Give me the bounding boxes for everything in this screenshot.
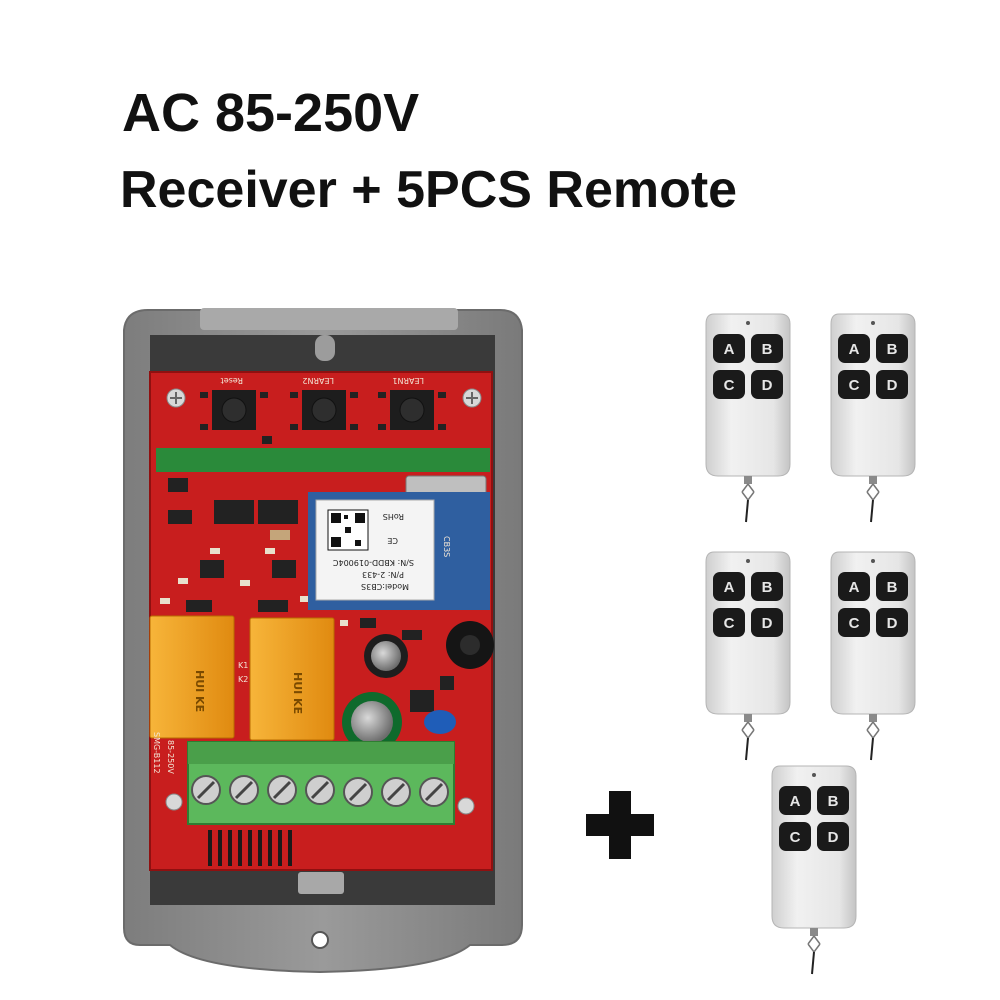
varistor <box>424 710 456 734</box>
remote-button-d: D <box>887 615 898 632</box>
enclosure-slot <box>315 335 335 361</box>
module-model: Model:CB3S <box>361 582 409 591</box>
svg-text:HUI KE: HUI KE <box>291 672 304 714</box>
voltage-silkscreen: 85-250V <box>166 740 175 774</box>
remote-button-c: C <box>849 615 860 632</box>
smd-components <box>168 392 454 712</box>
module-chip-code: CB3S <box>442 536 451 557</box>
enclosure-bottom-clip <box>298 872 344 894</box>
remote-button-c: C <box>849 377 860 394</box>
remote-button-c: C <box>724 377 735 394</box>
rohs-mark: RoHS <box>383 512 404 521</box>
pcb-label-learn1: LEARN1 <box>392 376 424 385</box>
module-sn: S/N: KBDD-019004C <box>333 558 414 567</box>
remote-control-5: A B C D <box>771 765 857 975</box>
remote-button-a: A <box>724 579 735 596</box>
pcb-button-reset <box>212 390 256 430</box>
remote-button-b: B <box>762 579 773 596</box>
remote-button-b: B <box>887 579 898 596</box>
buzzer <box>446 621 494 669</box>
remote-control-4: A B C D <box>830 551 916 761</box>
remote-button-c: C <box>790 829 801 846</box>
pcb-screws <box>165 388 482 815</box>
headline-voltage: AC 85-250V <box>122 83 420 143</box>
remote-button-b: B <box>828 793 839 810</box>
remote-button-a: A <box>724 341 735 358</box>
remote-button-d: D <box>887 377 898 394</box>
remote-control-3: A B C D <box>705 551 791 761</box>
remote-button-c: C <box>724 615 735 632</box>
receiver-unit: Reset LEARN2 LEARN1 <box>123 308 523 974</box>
plus-sign <box>586 791 654 859</box>
remote-control-1: A B C D <box>705 313 791 523</box>
relay-mark-k1: K1 <box>238 661 248 670</box>
remote-button-b: B <box>762 341 773 358</box>
capacitor-small <box>364 634 408 678</box>
pcb-label-learn2: LEARN2 <box>302 376 334 385</box>
rf-module-strip <box>156 448 490 472</box>
pcb-label-reset: Reset <box>221 376 243 385</box>
remote-button-d: D <box>828 829 839 846</box>
qr-code <box>327 509 369 551</box>
remote-button-d: D <box>762 377 773 394</box>
remote-control-2: A B C D <box>830 313 916 523</box>
relay-2: HUI KE <box>249 617 335 741</box>
capacitor-large <box>342 692 402 752</box>
board-code-silkscreen: SMG-B112 <box>152 732 161 774</box>
remote-button-a: A <box>849 341 860 358</box>
relay-1: HUI KE <box>149 615 235 739</box>
remote-button-b: B <box>887 341 898 358</box>
remote-button-a: A <box>849 579 860 596</box>
terminal-block <box>187 741 455 825</box>
wifi-module: RoHS CE S/N: KBDD-019004C P/N: 2-433 Mod… <box>308 492 490 610</box>
relay-mark-k2: K2 <box>238 675 248 684</box>
headline-package-contents: Receiver + 5PCS Remote <box>120 161 738 219</box>
antenna-coil <box>208 830 292 866</box>
remote-button-d: D <box>762 615 773 632</box>
remote-button-a: A <box>790 793 801 810</box>
svg-text:HUI KE: HUI KE <box>193 670 206 712</box>
pcb-button-learn1 <box>390 390 434 430</box>
module-pn: P/N: 2-433 <box>362 570 404 579</box>
ce-mark: CE <box>387 536 398 545</box>
pcb-button-learn2 <box>302 390 346 430</box>
enclosure-top-tab <box>200 308 458 330</box>
mounting-hole <box>311 931 329 949</box>
smd-passives <box>160 530 348 626</box>
